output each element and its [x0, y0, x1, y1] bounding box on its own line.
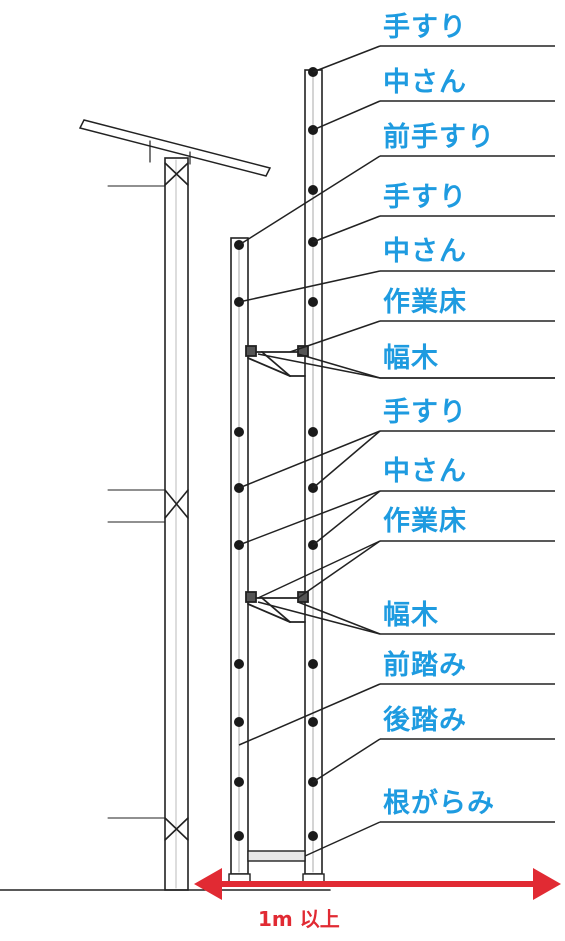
label-base-tie: 根がらみ — [383, 788, 495, 819]
leader-base-tie — [304, 821, 381, 857]
label-handrail-3: 手すり — [383, 397, 467, 428]
label-mid-rail-2: 中さん — [383, 236, 467, 267]
building-roof — [78, 119, 272, 177]
leader-mid-rail-2 — [238, 270, 381, 303]
base-tie-bar — [247, 850, 306, 862]
label-rear-step: 後踏み — [383, 705, 467, 736]
label-front-handrail: 前手すり — [383, 122, 495, 153]
bracket-upper — [245, 345, 309, 377]
label-work-floor-1: 作業床 — [383, 287, 467, 318]
front-post — [228, 237, 251, 885]
label-toe-board-2: 幅木 — [383, 600, 439, 631]
leader-toe-board-2 — [257, 601, 381, 635]
leader-mid-rail-3b — [312, 490, 381, 546]
dimension-arrow — [194, 868, 561, 900]
leader-front-handrail — [238, 155, 381, 246]
leader-rear-step — [312, 738, 381, 783]
building-column — [107, 157, 189, 891]
label-work-floor-2: 作業床 — [383, 506, 467, 537]
leader-mid-rail-top — [312, 100, 381, 131]
label-toe-board-1: 幅木 — [383, 343, 439, 374]
label-handrail-top: 手すり — [383, 12, 467, 43]
leader-work-floor-2a — [257, 540, 381, 599]
leader-handrail-3b — [312, 430, 381, 489]
leader-work-floor-1 — [289, 320, 381, 353]
dimension-label: 1m 以上 — [258, 907, 340, 931]
leader-front-step — [238, 683, 381, 746]
bracket-lower — [245, 591, 309, 623]
leader-handrail-2 — [312, 215, 381, 243]
leader-mid-rail-3a — [238, 490, 381, 546]
label-mid-rail-top: 中さん — [383, 67, 467, 98]
label-handrail-2: 手すり — [383, 182, 467, 213]
label-front-step: 前踏み — [383, 650, 467, 681]
leader-handrail-3a — [238, 430, 381, 489]
leader-work-floor-2b — [297, 540, 381, 599]
label-mid-rail-3: 中さん — [383, 456, 467, 487]
leader-handrail-top — [312, 45, 381, 73]
